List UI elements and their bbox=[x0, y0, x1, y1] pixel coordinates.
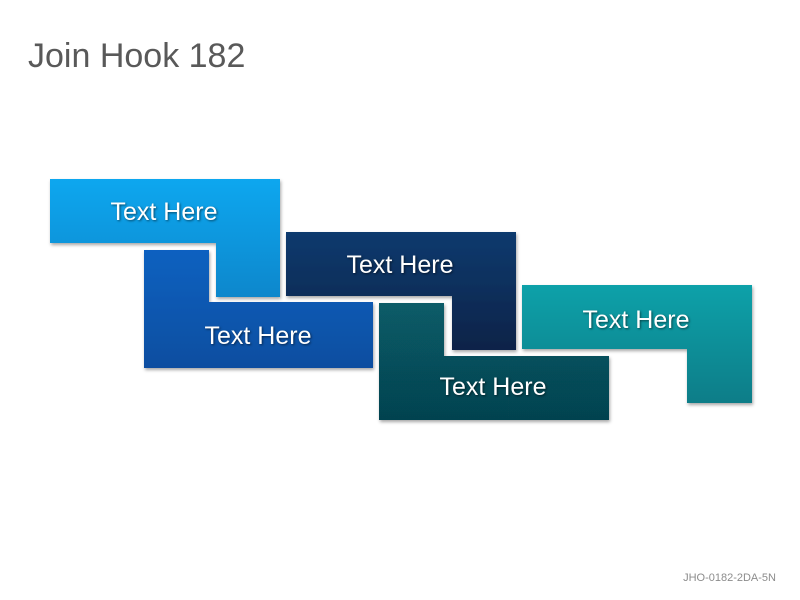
hook-shape-1 bbox=[50, 179, 280, 297]
hook-label-1: Text Here bbox=[110, 198, 218, 226]
footer-code: JHO-0182-2DA-5N bbox=[683, 572, 776, 584]
hook-label-4: Text Here bbox=[439, 373, 547, 401]
hook-label-3: Text Here bbox=[346, 251, 454, 279]
hook-label-5: Text Here bbox=[582, 306, 690, 334]
page-title: Join Hook 182 bbox=[28, 37, 246, 75]
hook-label-2: Text Here bbox=[204, 322, 312, 350]
hook-shape-3 bbox=[286, 232, 516, 350]
hook-shape-2 bbox=[144, 250, 373, 368]
hook-shape-4 bbox=[379, 303, 609, 420]
hook-shape-5 bbox=[522, 285, 752, 403]
